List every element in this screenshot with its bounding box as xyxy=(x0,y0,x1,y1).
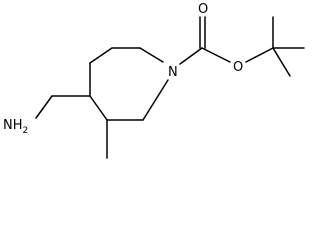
boc-group xyxy=(179,16,305,77)
bond-ch2-nh2 xyxy=(35,95,53,119)
ester-oxygen-label: O xyxy=(233,60,243,75)
azepane-ring xyxy=(89,47,169,121)
bond-n-carbonyl xyxy=(179,47,203,65)
aminomethyl-group xyxy=(35,95,91,119)
bond-carbonyl-ester-o xyxy=(201,47,231,63)
amine-subscript: 2 xyxy=(23,126,29,136)
bond-ester-o-tbu xyxy=(245,47,274,63)
structure-canvas: N O O NH2 xyxy=(3,2,305,159)
amine-main-label: NH xyxy=(3,118,23,133)
bond-c3-c4 xyxy=(89,47,113,64)
bond-tbu-methyl-down xyxy=(272,47,291,77)
amine-label: NH2 xyxy=(3,118,28,136)
ring-nitrogen-label: N xyxy=(168,65,178,80)
carbonyl-oxygen-label: O xyxy=(198,2,208,17)
bond-c7-n1 xyxy=(142,79,169,121)
bond-n1-c2 xyxy=(139,47,164,63)
bond-c5-c6 xyxy=(89,95,108,121)
skeletal-formula: N O O NH2 xyxy=(3,2,305,159)
